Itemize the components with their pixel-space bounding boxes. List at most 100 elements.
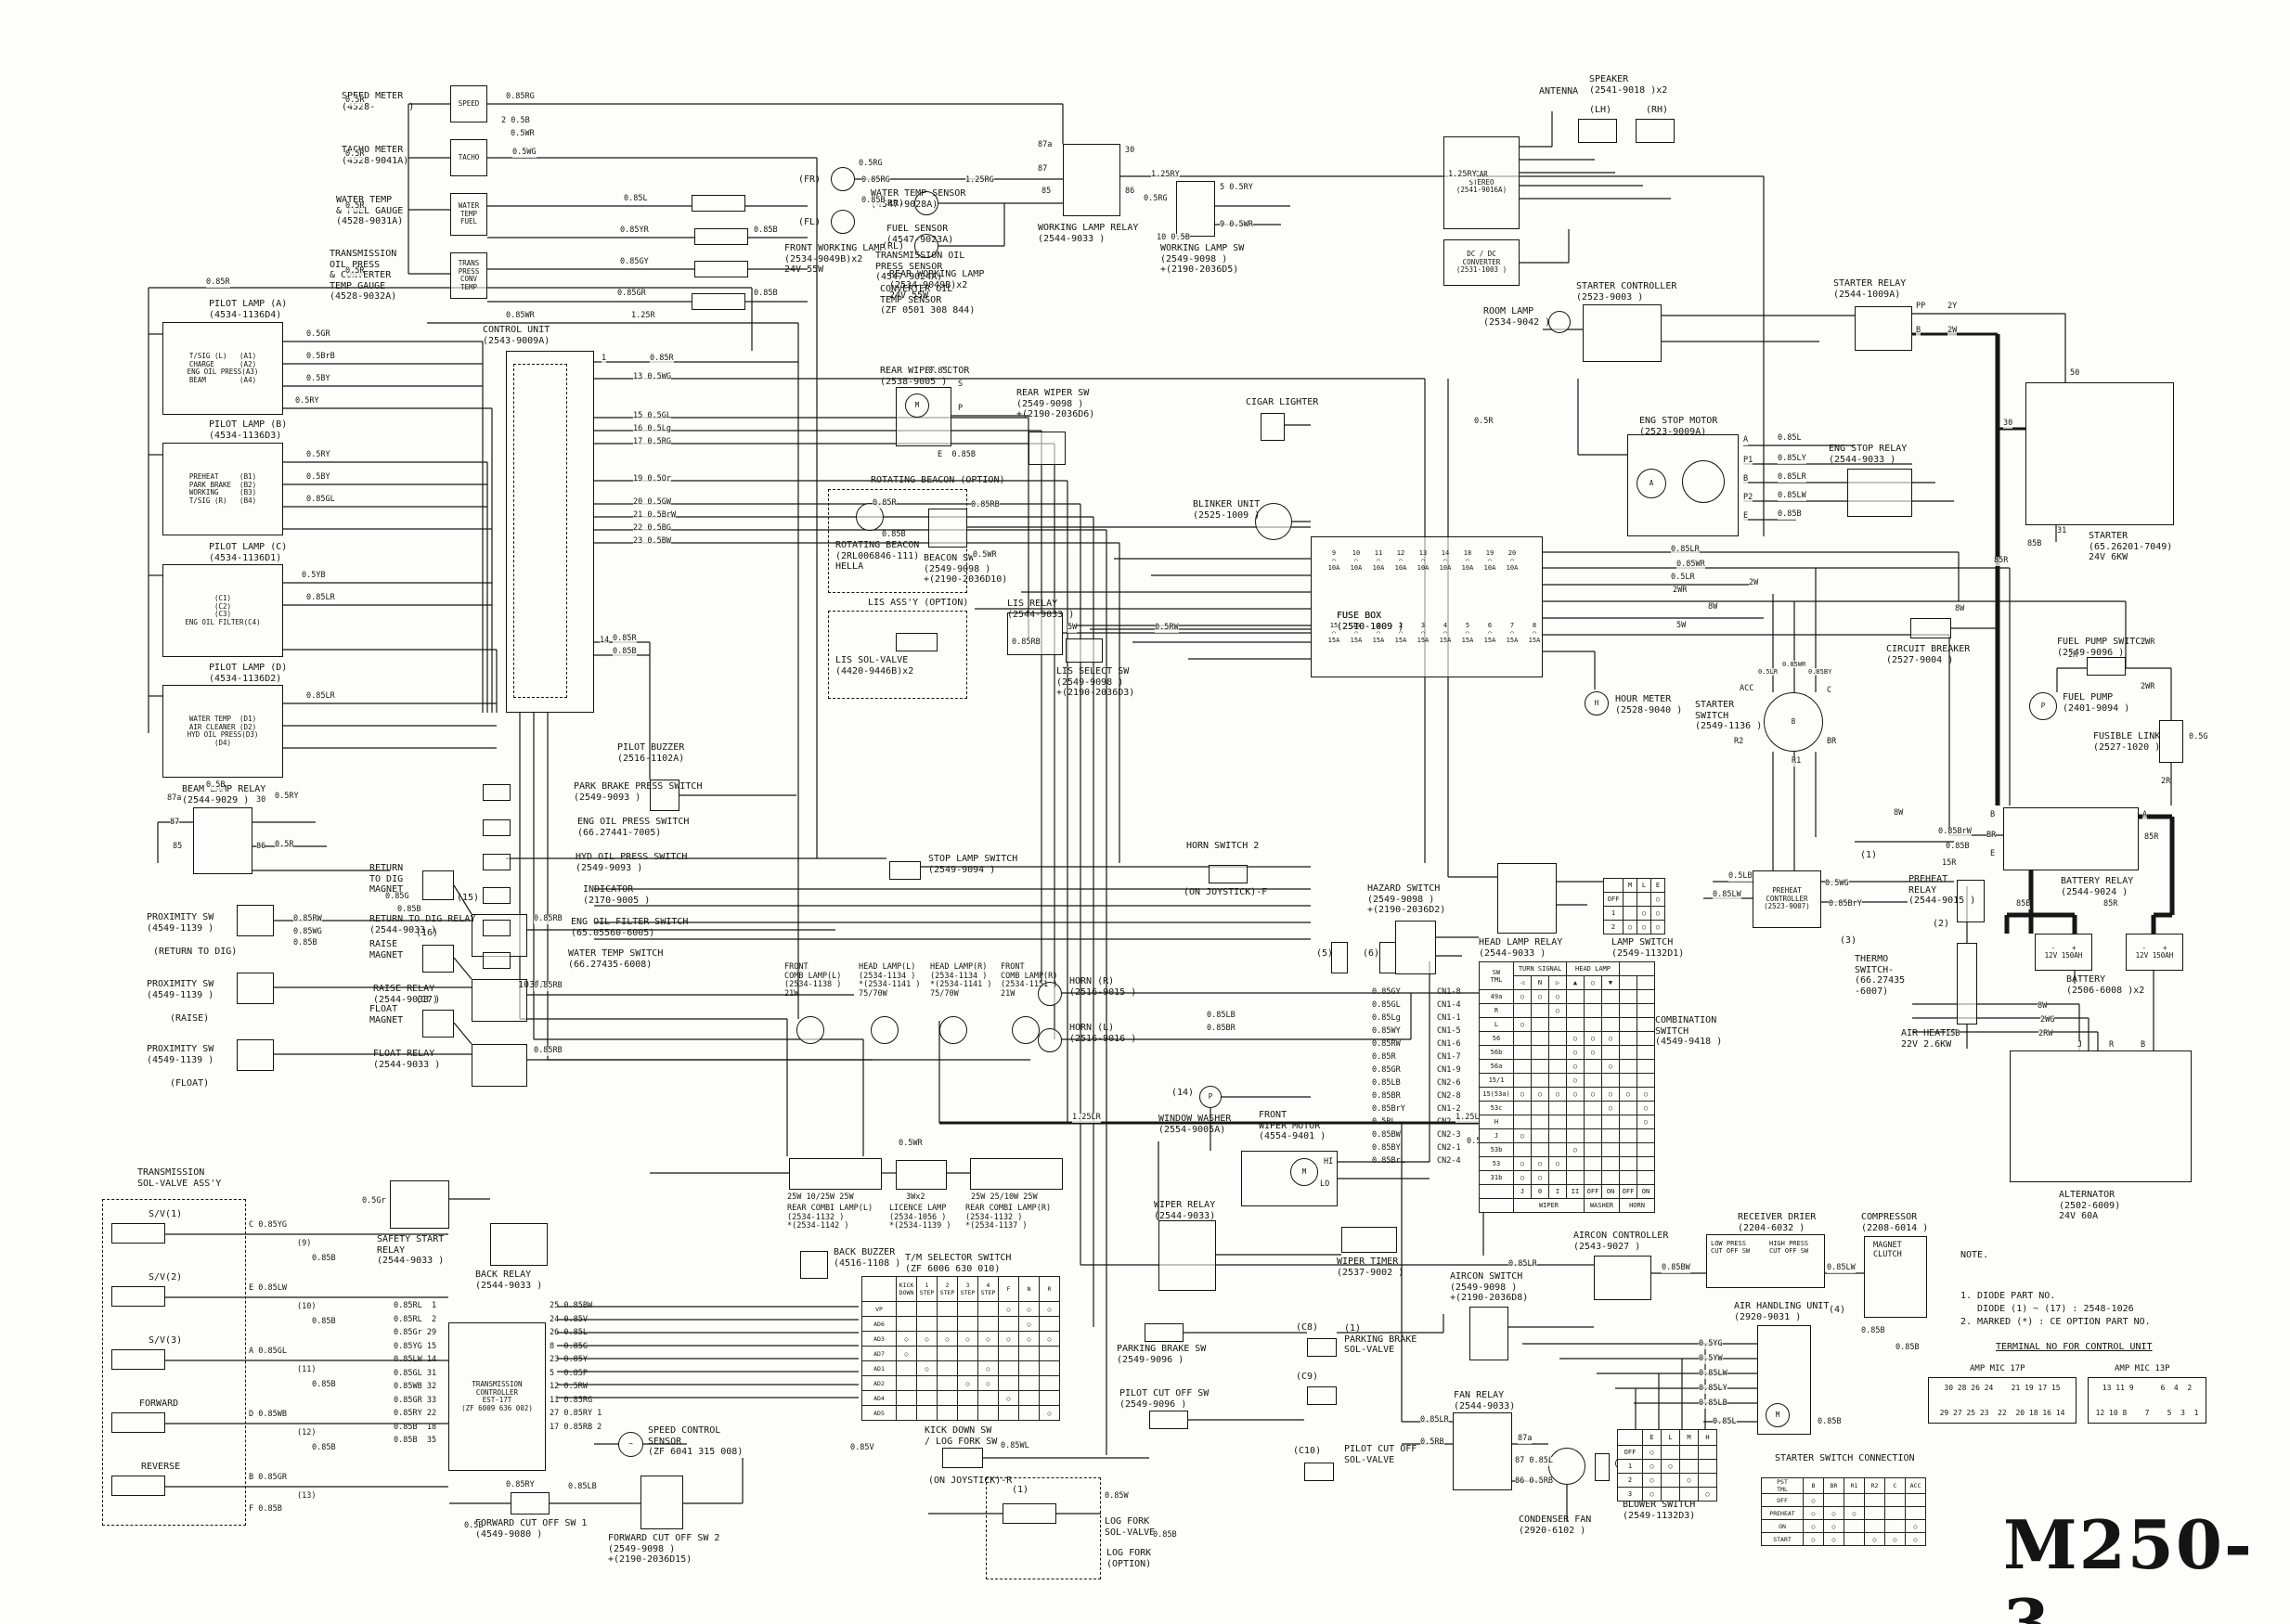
wire-label-38: 0.85RW — [293, 914, 322, 924]
pilot-lamp-b: PREHEAT (B1) PARK BRAKE (B2) WORKING (B3… — [162, 443, 283, 535]
combination-switch-table-cell — [1584, 1170, 1602, 1185]
rotating-beacon-option-label: ROTATING BEACON (OPTION) — [871, 475, 1005, 485]
sv3-valve — [111, 1349, 165, 1370]
fuse-box-fuse-12: 12 ⌒ 10A — [1394, 549, 1407, 572]
combination-switch-table-cell — [1619, 1059, 1637, 1074]
wire-label-102: 2W — [1947, 326, 1958, 336]
combination-switch-table-cell: ○ — [1584, 1045, 1602, 1060]
blower-switch-table-cell: ○ — [1661, 1459, 1680, 1474]
wire-label-97: 0.85LW — [1778, 491, 1806, 501]
blower-switch-table-cell — [1698, 1473, 1717, 1488]
fuse-box-fuse-9: 9 ⌒ 10A — [1327, 549, 1340, 572]
combination-switch-table-cell: I — [1548, 1184, 1567, 1199]
fuse-box-fuse-19: 19 ⌒ 10A — [1483, 549, 1496, 572]
sv1-valve — [111, 1223, 165, 1244]
tm-selector-table-cell: ○ — [1018, 1316, 1040, 1332]
tm-selector-table-cell: AD7 — [861, 1346, 897, 1361]
combination-switch-table-cell — [1548, 1017, 1567, 1032]
wire-label-150: 0.85V — [850, 1443, 874, 1453]
combination-switch-table-cell — [1548, 1045, 1567, 1060]
front-wiper-motor-m: M — [1290, 1158, 1318, 1186]
amp-mic-13p-label: AMP MIC 13P — [2115, 1364, 2170, 1373]
wire-label-178: 0.5YG — [1699, 1339, 1723, 1349]
rear-combi-lamp-l-sym — [789, 1158, 882, 1190]
fuel-sensor-label: FUEL SENSOR (4547-9023A) — [886, 224, 954, 245]
wire-label-78: 0.85RB — [971, 500, 1000, 510]
combination-switch-table-cell: ○ — [1619, 1087, 1637, 1102]
log-fork-sol-label: LOG FORK SOL-VALVE — [1105, 1516, 1156, 1538]
starter-switch-connection-table-cell: ○ — [1864, 1532, 1885, 1546]
lis-sol-valve-sym — [896, 633, 938, 651]
tm-selector-table-cell — [896, 1360, 917, 1376]
combination-switch-table-cell — [1619, 1045, 1637, 1060]
wire-label-27: 0.5B — [206, 780, 226, 791]
blinker-unit-sym — [1255, 503, 1292, 540]
wire-label-181: 0.85LY — [1699, 1384, 1727, 1394]
proximity-sw-3-sub: (FLOAT) — [170, 1078, 210, 1089]
proximity-sw-1-label: PROXIMITY SW (4549-1139 ) — [147, 912, 214, 934]
wire-label-125: 85R — [2103, 899, 2118, 909]
log-fork-option-label: LOG FORK (OPTION) — [1106, 1548, 1152, 1569]
wire-label-87: 5W — [1676, 621, 1687, 631]
wire-label-90: P1 — [1743, 456, 1753, 466]
working-lamp-relay-label: WORKING LAMP RELAY (2544-9033 ) — [1038, 223, 1139, 244]
wire-label-79: 0.5WR — [973, 550, 997, 561]
wire-label-80: 0.85RB — [1012, 638, 1041, 648]
combination-switch-table-cell — [1584, 1101, 1602, 1115]
wire-label-154: 0.85LB — [1207, 1011, 1236, 1021]
wire-label-136: 0.5WG — [1825, 879, 1849, 889]
working-lamp-relay — [1063, 144, 1120, 216]
wire-label-166: (12) — [297, 1428, 317, 1438]
wire-label-149: 0.5WR — [899, 1139, 923, 1149]
tm-selector-table-cell: 4 STEP — [977, 1276, 999, 1302]
eng-oil-filter-sw-label: ENG OIL FILTER SWITCH (65.05560-6005) — [571, 917, 689, 938]
head-lamp-relay — [1497, 863, 1557, 934]
horn-sw2-sym — [1209, 865, 1248, 883]
wire-label-9: 0.85YR — [620, 226, 649, 236]
tm-selector-table-cell — [998, 1360, 1019, 1376]
lamp-switch-table-cell: 2 — [1603, 920, 1624, 934]
raise-magnet-sym — [422, 945, 454, 973]
pilot-lamp-b-text: PREHEAT (B1) PARK BRAKE (B2) WORKING (B3… — [188, 472, 257, 505]
fuse-box-fuse-2: 2 ⌒ 15A — [1394, 622, 1407, 644]
wire-label-161: B 0.85GR — [249, 1473, 287, 1483]
combination-switch-table-cell — [1619, 1156, 1637, 1171]
combination-switch-table-cell: ○ — [1531, 1087, 1549, 1102]
battery-relay-label: BATTERY RELAY (2544-9024 ) — [2061, 876, 2134, 897]
wire-label-69: 5 0.5RY — [1220, 183, 1253, 193]
amp-mic-13p-bottom-pins: 12 10 8 7 5 3 1 — [2095, 1409, 2199, 1417]
wire-label-61: 87a — [1038, 140, 1053, 150]
wire-label-153: 0.85B — [1153, 1530, 1177, 1540]
combination-switch-table-cell — [1548, 1128, 1567, 1143]
combination-switch-table-cell — [1531, 1101, 1549, 1115]
wire-label-24: 0.5YB — [302, 571, 326, 581]
tm-selector-table-cell — [998, 1346, 1019, 1361]
wire-label-191: 0.85B — [1895, 1343, 1920, 1353]
combination-switch-table-cell — [1513, 1045, 1532, 1060]
combination-switch-table-cell — [1601, 1115, 1620, 1129]
wire-label-13: 0.85B — [754, 289, 778, 299]
starter-switch-connection-table-cell: ○ — [1905, 1532, 1926, 1546]
air-handling-unit-label: AIR HANDLING UNIT (2920-9031 ) — [1734, 1301, 1830, 1322]
wire-label-29: 87 — [170, 818, 180, 828]
lis-sol-valve-label: LIS SOL-VALVE (4420-9446B)x2 — [835, 655, 914, 677]
note-heading: NOTE. — [1960, 1250, 1989, 1260]
horn-l-label: HORN (L) (2516-9016 ) — [1069, 1023, 1137, 1044]
lis-assy — [828, 611, 967, 699]
fuse-box-fuse-16: 16 ⌒ 15A — [1350, 622, 1363, 644]
combination-switch-table-cell — [1479, 1198, 1514, 1213]
wire-label-116: 2R — [2161, 777, 2171, 787]
wire-label-91: B — [1743, 474, 1749, 484]
wire-label-62: 30 — [1125, 146, 1135, 156]
pilot-lamp-a: T/SIG (L) (A1) CHARGE (A2) ENG OIL PRESS… — [162, 322, 283, 415]
log-fork-assy — [986, 1477, 1101, 1579]
pilot-lamp-a-text: T/SIG (L) (A1) CHARGE (A2) ENG OIL PRESS… — [187, 352, 259, 384]
front-wiper-motor — [1241, 1151, 1338, 1206]
starter-switch-connection-table-cell: ○ — [1823, 1519, 1844, 1533]
combination-switch-table-cell — [1513, 1073, 1532, 1088]
fuel-pump-label: FUEL PUMP (2401-9094 ) — [2063, 692, 2130, 714]
tm-selector-table-cell — [861, 1276, 897, 1302]
combination-switch-table-cell — [1531, 1031, 1549, 1046]
starter-switch-connection-table-cell — [1884, 1519, 1906, 1533]
